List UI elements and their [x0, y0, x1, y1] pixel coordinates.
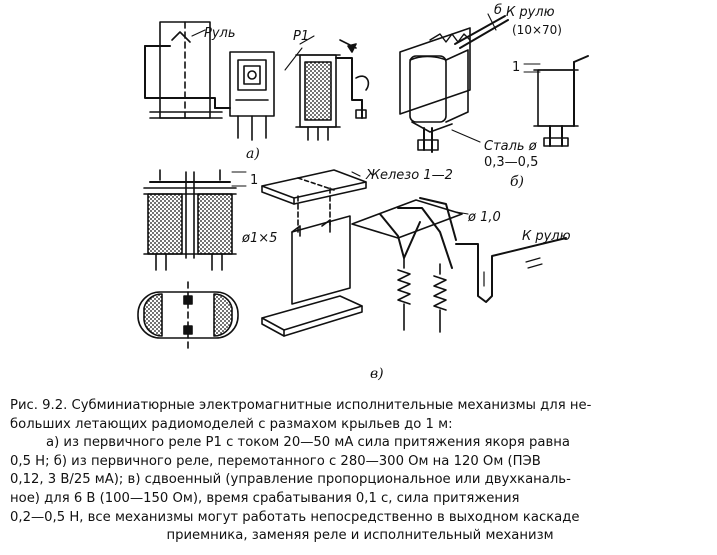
label-b: б	[494, 3, 502, 18]
label-d1-0: ø 1,0	[467, 210, 501, 225]
caption-line-7: 0,2—0,5 Н, все механизмы могут работать …	[10, 509, 580, 525]
iron-base	[261, 295, 363, 331]
label-rul: Руль	[204, 26, 236, 41]
label-k-ruliu-c: К рулю	[522, 229, 571, 244]
label-one-b: 1	[250, 173, 258, 188]
figure-drawing: Руль Р1 а) К рулю (10×70) б 1 Сталь ø 0,…	[137, 3, 589, 382]
linkage-plate	[351, 199, 463, 239]
caption-line-3: а) из первичного реле Р1 с током 20—50 м…	[46, 435, 570, 451]
diagram-c-relays	[137, 169, 247, 351]
spring-right	[433, 275, 447, 311]
label-sub-a: а)	[246, 146, 260, 162]
relay-side-b	[537, 69, 575, 127]
label-stal-size: 0,3—0,5	[484, 155, 538, 170]
coil-right	[197, 193, 233, 255]
relay-coil-b	[409, 55, 447, 123]
label-k-ruliu-top: К рулю	[506, 5, 555, 20]
label-one-a: 1	[512, 60, 520, 75]
label-sub-c: в)	[370, 366, 384, 382]
label-k-ruliu-size: (10×70)	[512, 23, 562, 37]
caption-line-5: 0,12, 3 В/25 мА); в) сдвоенный (управлен…	[10, 472, 571, 488]
label-p1: Р1	[293, 29, 309, 44]
caption-line-6: ное) для 6 В (100—150 Ом), время срабаты…	[10, 490, 520, 506]
coil-left	[147, 193, 183, 255]
label-sub-b: б)	[510, 174, 524, 190]
label-stal: Сталь ø	[484, 139, 538, 154]
diagram-c-iron	[261, 169, 367, 337]
caption-line-8: приемника, заменяя реле и исполнительный…	[166, 528, 554, 544]
figure-caption: Рис. 9.2. Субминиатюрные электромагнитны…	[10, 397, 710, 546]
caption-line-1: Рис. 9.2. Субминиатюрные электромагнитны…	[10, 398, 592, 413]
label-d1x5: ø1×5	[241, 231, 277, 246]
caption-line-2: больших летающих радиомоделей с размахом…	[10, 416, 453, 432]
diagram-b	[399, 13, 589, 153]
caption-line-4: 0,5 Н; б) из первичного реле, перемотанн…	[10, 453, 541, 469]
diagram-c-linkage	[351, 171, 567, 333]
diagram-a	[144, 21, 370, 141]
label-zhelezo: Железо 1—2	[365, 168, 453, 183]
spring-left	[397, 269, 411, 305]
